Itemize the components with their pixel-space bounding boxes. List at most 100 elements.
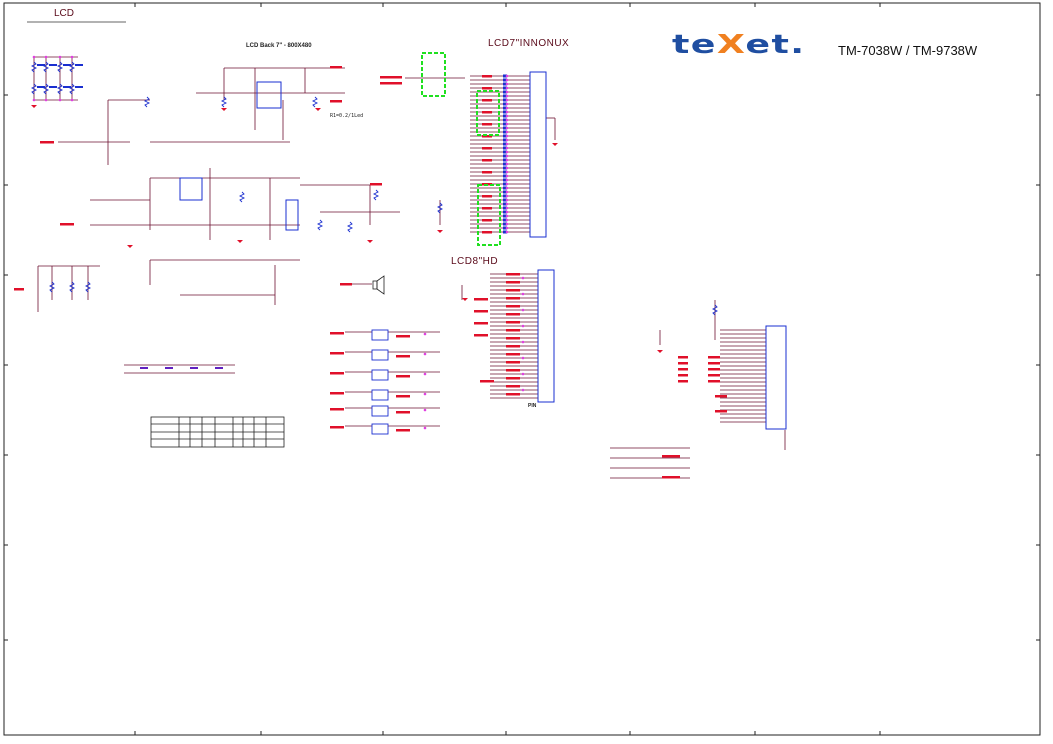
pin-marker: [503, 78, 507, 82]
sheet-title: LCD: [54, 8, 75, 19]
pin-marker: [503, 74, 507, 78]
junction: [505, 90, 509, 94]
net-label: [330, 392, 344, 395]
texet-logo: teXet.: [672, 30, 806, 60]
net-label: [506, 345, 520, 348]
ground-symbol: [237, 240, 243, 243]
resistor-symbol: [42, 61, 50, 73]
logo-x: X: [716, 30, 746, 60]
net-label: [380, 76, 402, 79]
net-label: [396, 395, 410, 398]
net-label: [708, 362, 720, 365]
net-label: [482, 111, 492, 114]
junction: [505, 226, 509, 230]
junction: [423, 392, 427, 396]
resistor-symbol: [311, 96, 319, 108]
net-label: [396, 429, 410, 432]
net-label: [708, 356, 720, 359]
resistor-symbol: [30, 61, 38, 73]
junction: [505, 206, 509, 210]
junction: [423, 332, 427, 336]
net-label: [330, 372, 344, 375]
ref-text: [63, 86, 71, 88]
net-labels: [14, 66, 727, 479]
junction: [505, 162, 509, 166]
ground-symbol: [367, 240, 373, 243]
net-label: [396, 335, 410, 338]
net-label: [330, 100, 342, 103]
pin-marker: [503, 158, 507, 162]
net-label: [482, 207, 492, 210]
junction: [505, 86, 509, 90]
junction: [505, 230, 509, 234]
net-label: [474, 298, 488, 301]
lcd8-section-title: LCD8"HD: [451, 256, 499, 267]
resistor-symbol: [68, 61, 76, 73]
pin-marker: [503, 86, 507, 90]
net-label: [708, 374, 720, 377]
resistor-symbol: [436, 202, 444, 214]
junction: [505, 106, 509, 110]
junction: [505, 134, 509, 138]
filter-network: [371, 349, 389, 361]
pin-marker: [503, 162, 507, 166]
net-label: [678, 380, 688, 383]
pin-marker: [503, 118, 507, 122]
junction: [423, 426, 427, 430]
ground-symbol: [221, 108, 227, 111]
junction: [505, 102, 509, 106]
net-label: [482, 219, 492, 222]
junction: [505, 150, 509, 154]
pin-marker: [503, 190, 507, 194]
ref-text: [37, 86, 45, 88]
junction: [505, 210, 509, 214]
net-label: [678, 368, 688, 371]
junction: [505, 178, 509, 182]
model-number: TM-7038W / TM-9738W: [838, 43, 978, 58]
pin-marker: [503, 218, 507, 222]
ground-symbol: [462, 298, 468, 301]
junction: [521, 292, 525, 296]
net-label: [506, 361, 520, 364]
net-label: [330, 426, 344, 429]
ref-text: [49, 64, 57, 66]
pin-marker: [503, 170, 507, 174]
resistor-symbol: [30, 83, 38, 95]
net-label: [40, 141, 54, 144]
pin-marker: [503, 102, 507, 106]
junction: [505, 78, 509, 82]
net-label: [506, 369, 520, 372]
junction: [505, 82, 509, 86]
junction: [505, 174, 509, 178]
ic-backlight-driver: [179, 81, 299, 231]
junction: [505, 94, 509, 98]
junction: [505, 198, 509, 202]
net-label: [678, 374, 688, 377]
filter-network: [371, 389, 389, 401]
pin-marker: [503, 98, 507, 102]
connector-lcd8: [537, 269, 555, 403]
junctions: [32, 55, 525, 430]
resistor-symbol: [48, 281, 56, 293]
resistor-symbol: [372, 189, 380, 201]
pin-label: PIN: [528, 403, 537, 409]
pin-marker: [503, 94, 507, 98]
net-label: [330, 408, 344, 411]
lcd7-section-title: LCD7"INNONUX: [488, 38, 570, 49]
pin-marker: [503, 82, 507, 86]
junction: [505, 126, 509, 130]
junction: [58, 55, 62, 59]
pin-marker: [503, 150, 507, 154]
net-label: [14, 288, 24, 291]
sheet-border: [3, 2, 1041, 736]
net-label: [482, 75, 492, 78]
components: [30, 61, 719, 435]
junction: [505, 214, 509, 218]
logo-part: et.: [745, 30, 806, 60]
junction: [521, 356, 525, 360]
pin-marker: [503, 110, 507, 114]
pin-marker: [503, 182, 507, 186]
pin-marker: [503, 178, 507, 182]
filter-network: [371, 329, 389, 341]
ref-text: [190, 367, 198, 369]
